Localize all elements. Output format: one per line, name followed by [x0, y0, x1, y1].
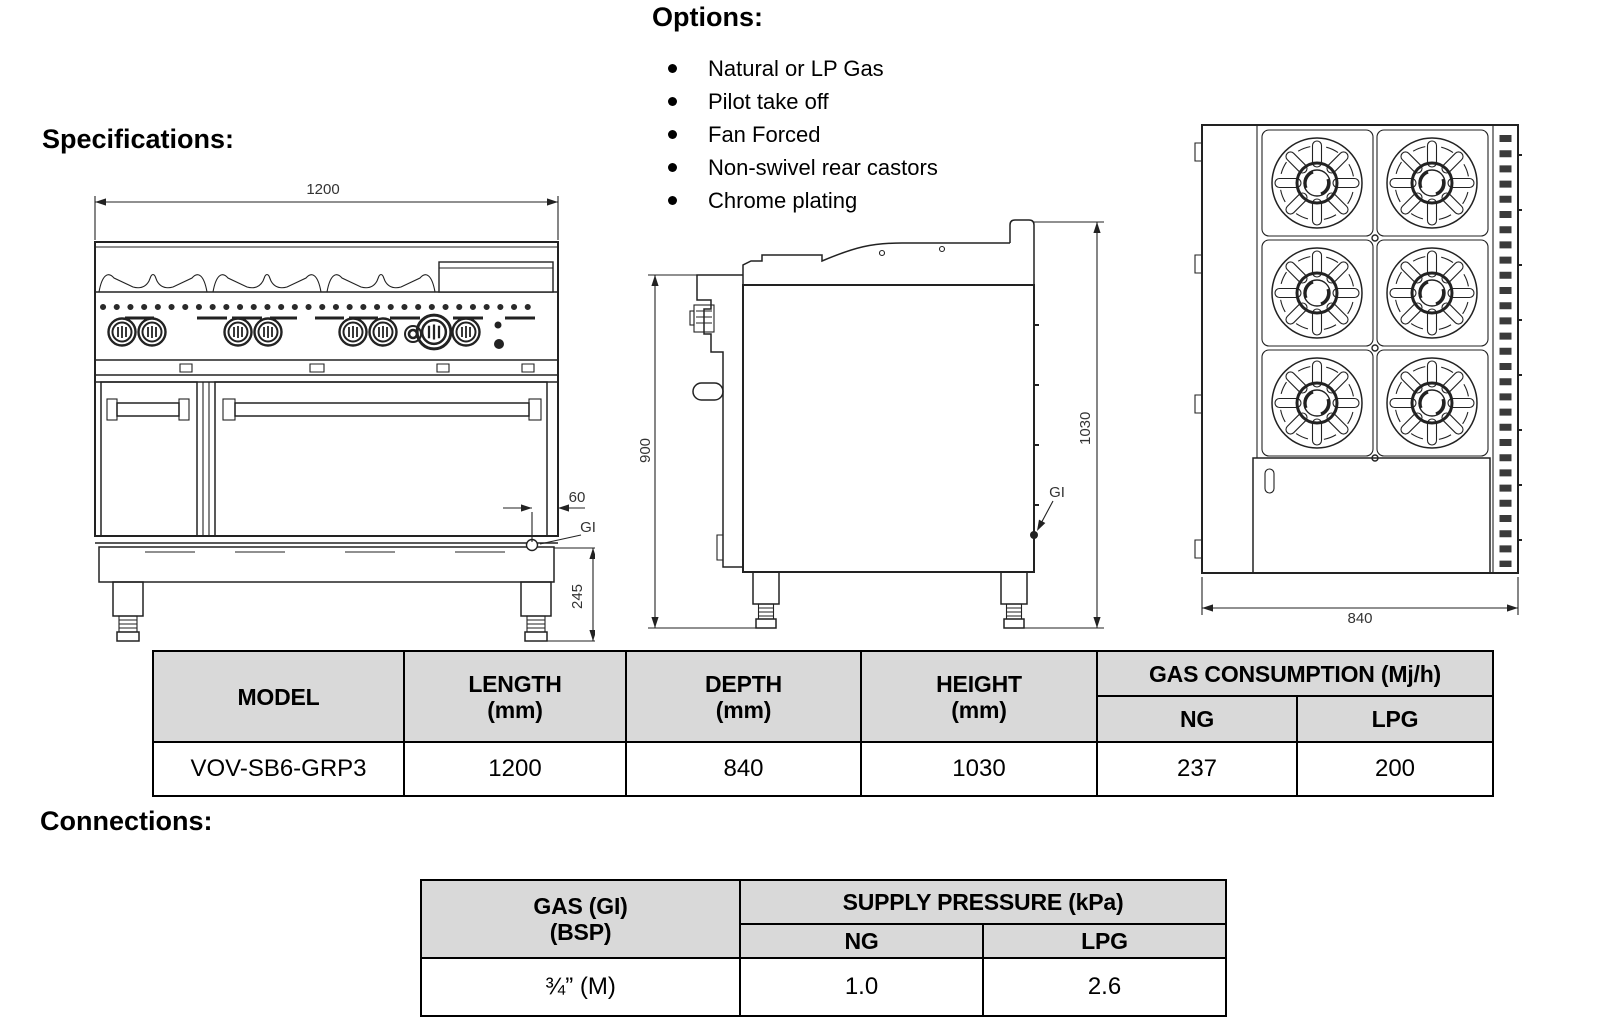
options-heading: Options:: [652, 2, 763, 32]
burner-grid: [1261, 129, 1489, 462]
spec-header-height-line1: HEIGHT: [936, 670, 1022, 697]
control-knobs: [107, 313, 504, 351]
conn-header-gas-line1: GAS (GI): [533, 893, 628, 920]
cabinet-doors: [100, 381, 548, 537]
conn-header-ng: NG: [739, 923, 984, 959]
option-item: Pilot take off: [652, 85, 938, 118]
spec-header-ng: NG: [1096, 695, 1298, 743]
griddle-plate: [1252, 457, 1491, 574]
spec-cell-ng: 237: [1096, 741, 1298, 797]
connections-table-row: ¾” (M) 1.0 2.6: [420, 957, 1228, 1017]
front-gas-inlet-callout: GI: [539, 519, 595, 545]
spec-cell-depth: 840: [625, 741, 862, 797]
front-base-height-label: 245: [569, 584, 586, 609]
option-item: Natural or LP Gas: [652, 52, 938, 85]
top-depth-label: 840: [1347, 610, 1372, 625]
option-item: Fan Forced: [652, 118, 938, 151]
option-item: Non-swivel rear castors: [652, 151, 938, 184]
connections-table: GAS (GI) (BSP) SUPPLY PRESSURE (kPa) NG …: [420, 879, 1228, 1017]
conn-header-gas: GAS (GI) (BSP): [420, 879, 741, 959]
spec-header-model: MODEL: [152, 650, 405, 743]
spec-table-row: VOV-SB6-GRP3 1200 840 1030 237 200: [152, 741, 1494, 797]
side-view-drawing: 900 1030 GI: [637, 219, 1104, 629]
side-gas-inlet-label: GI: [1049, 484, 1065, 501]
conn-cell-size: ¾” (M): [420, 957, 741, 1017]
specifications-heading: Specifications:: [42, 124, 235, 154]
top-view-drawing: 840: [1194, 124, 1522, 625]
connections-heading: Connections:: [40, 806, 213, 836]
spec-cell-model: VOV-SB6-GRP3: [152, 741, 405, 797]
side-height-dimension-1030: 1030: [1020, 221, 1104, 629]
gas-inlet-point: [1030, 531, 1038, 539]
spec-header-length-unit: (mm): [487, 696, 543, 723]
spec-cell-length: 1200: [403, 741, 627, 797]
spec-header-height: HEIGHT (mm): [860, 650, 1098, 743]
spec-cell-lpg: 200: [1296, 741, 1494, 797]
option-item: Chrome plating: [652, 184, 938, 217]
conn-header-pressure-group: SUPPLY PRESSURE (kPa): [738, 879, 1228, 925]
spec-header-length-line1: LENGTH: [468, 670, 562, 697]
spec-header-depth-line1: DEPTH: [705, 670, 782, 697]
spec-table: MODEL LENGTH (mm) DEPTH (mm) HEIGHT (mm)…: [152, 650, 1494, 797]
top-body: [1194, 124, 1522, 574]
side-height-dimension-900: 900: [637, 274, 760, 629]
conn-cell-ng: 1.0: [739, 957, 984, 1017]
spec-header-height-unit: (mm): [951, 696, 1007, 723]
side-body: [689, 219, 1039, 629]
side-gas-inlet-callout: GI: [1030, 484, 1065, 539]
front-offset-dimension: 60: [503, 489, 585, 542]
front-body: [94, 241, 559, 642]
front-gas-inlet-label: GI: [580, 519, 595, 536]
spec-header-lpg: LPG: [1296, 695, 1494, 743]
conn-cell-lpg: 2.6: [981, 957, 1228, 1017]
front-base-height-dimension: 245: [547, 547, 595, 642]
conn-header-lpg: LPG: [981, 923, 1228, 959]
side-door-handle: [692, 382, 724, 401]
spec-header-depth: DEPTH (mm): [625, 650, 862, 743]
spec-header-gas-group: GAS CONSUMPTION (Mj/h): [1096, 650, 1494, 697]
side-height-900-label: 900: [637, 438, 654, 463]
front-vent-strip: [1492, 125, 1522, 573]
options-list: Natural or LP Gas Pilot take off Fan For…: [652, 52, 938, 217]
side-height-1030-label: 1030: [1077, 412, 1094, 445]
top-depth-dimension: 840: [1201, 577, 1519, 625]
spec-header-length: LENGTH (mm): [403, 650, 627, 743]
front-offset-label: 60: [569, 489, 586, 506]
spec-header-depth-unit: (mm): [715, 696, 772, 723]
front-width-label: 1200: [306, 181, 339, 198]
spec-cell-height: 1030: [860, 741, 1098, 797]
conn-header-gas-line2: (BSP): [549, 919, 612, 945]
front-width-dimension: 1200: [94, 181, 559, 240]
front-view-drawing: 1200: [94, 181, 595, 642]
